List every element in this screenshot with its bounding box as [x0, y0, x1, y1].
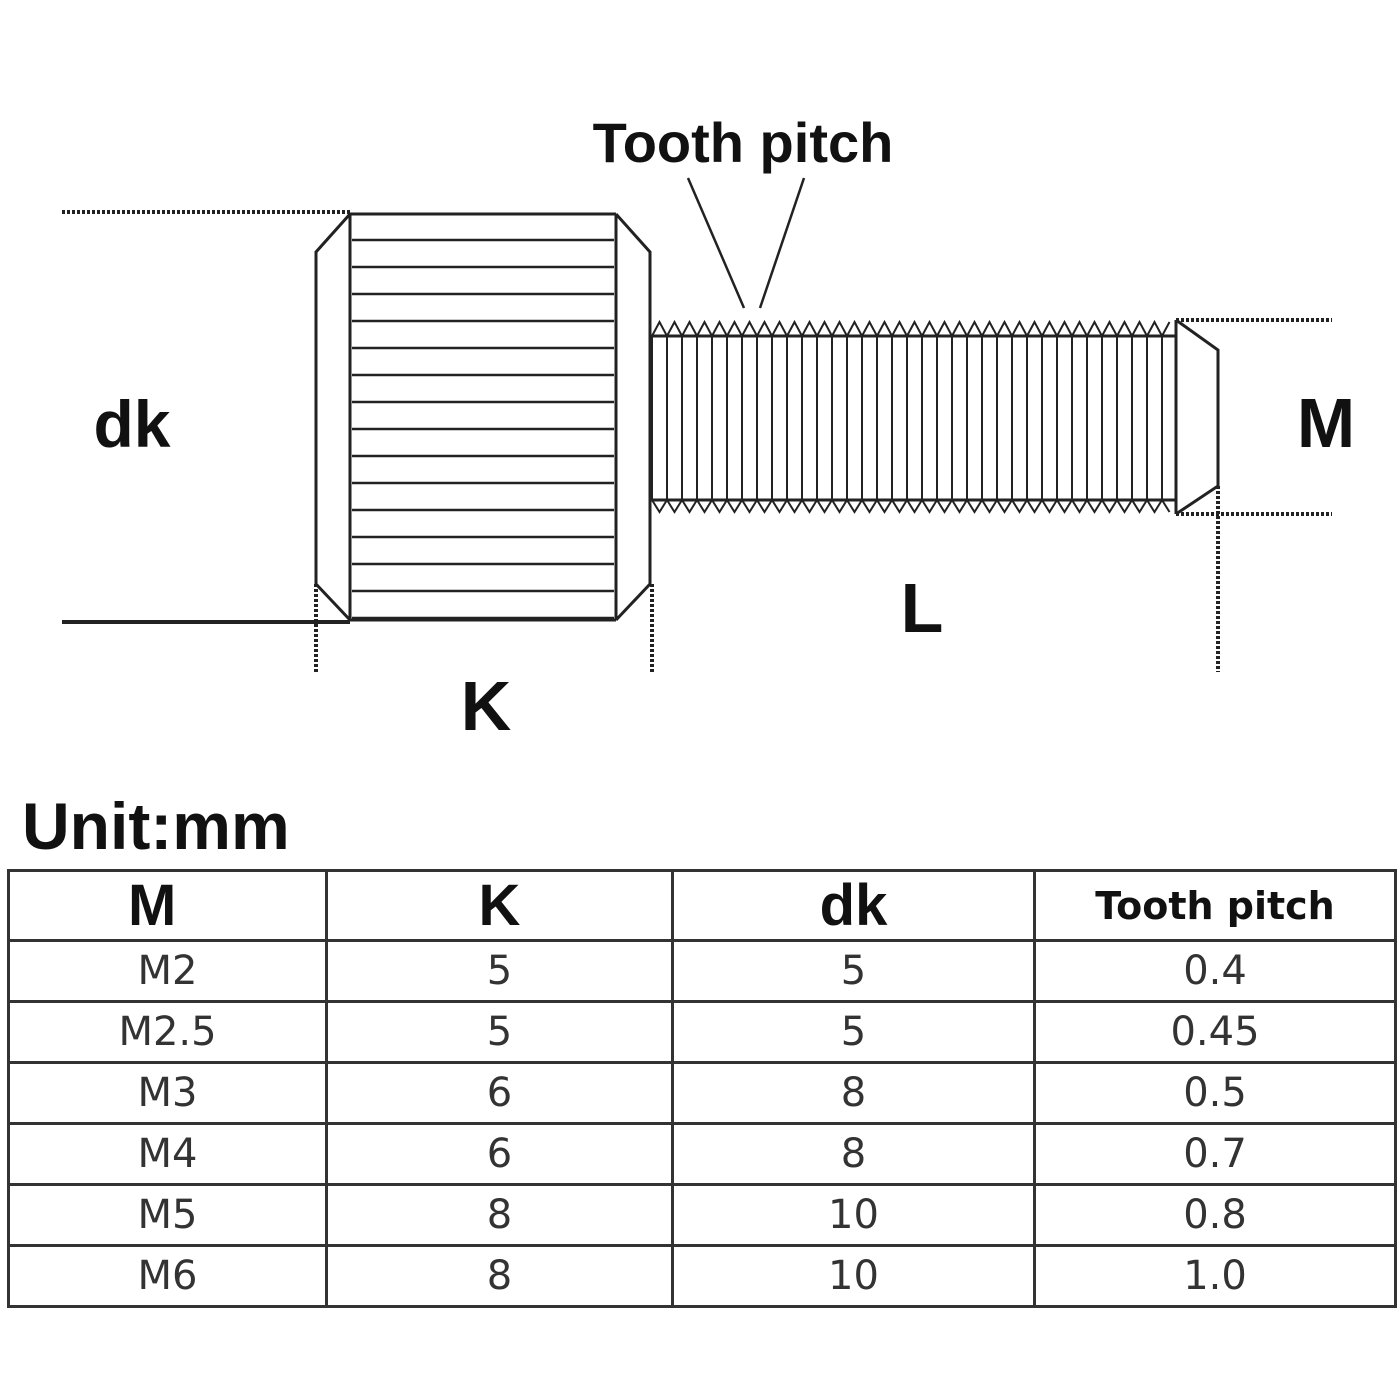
cell-m: M4: [7, 1122, 328, 1186]
cell-dk: 5: [671, 939, 1036, 1003]
k-label: K: [461, 667, 512, 745]
thumb-screw-diagram: Tooth pitch dk M L K: [62, 111, 1355, 745]
table-row: M3 6 8 0.5: [7, 1061, 1397, 1125]
cell-k: 6: [325, 1061, 674, 1125]
cell-dk: 8: [671, 1061, 1036, 1125]
cell-tooth-pitch: 0.5: [1033, 1061, 1397, 1125]
table-row: M6 8 10 1.0: [7, 1244, 1397, 1308]
table-row: M2.5 5 5 0.45: [7, 1000, 1397, 1064]
header-k: K: [325, 869, 674, 942]
m-label: M: [1297, 384, 1355, 462]
header-dk: dk: [671, 869, 1036, 942]
spec-table: M K dk Tooth pitch M2 5 5 0.4 M2.5 5 5 0…: [7, 869, 1397, 1308]
cell-tooth-pitch: 0.8: [1033, 1183, 1397, 1247]
table-header-row: M K dk Tooth pitch: [7, 869, 1397, 942]
l-label: L: [901, 569, 944, 647]
cell-k: 8: [325, 1183, 674, 1247]
table-row: M5 8 10 0.8: [7, 1183, 1397, 1247]
cell-tooth-pitch: 1.0: [1033, 1244, 1397, 1308]
cell-k: 5: [325, 939, 674, 1003]
tooth-pitch-label: Tooth pitch: [593, 111, 894, 174]
threaded-shank: [648, 318, 1220, 516]
cell-dk: 8: [671, 1122, 1036, 1186]
cell-k: 6: [325, 1122, 674, 1186]
cell-k: 8: [325, 1244, 674, 1308]
cell-tooth-pitch: 0.45: [1033, 1000, 1397, 1064]
dk-label: dk: [93, 387, 170, 461]
unit-label: Unit:mm: [22, 789, 290, 863]
cell-m: M6: [7, 1244, 328, 1308]
cell-m: M3: [7, 1061, 328, 1125]
knurled-head: [314, 212, 652, 622]
cell-m: M2.5: [7, 1000, 328, 1064]
cell-dk: 10: [671, 1244, 1036, 1308]
tooth-pitch-leader-right: [758, 177, 806, 309]
table-row: M4 6 8 0.7: [7, 1122, 1397, 1186]
cell-k: 5: [325, 1000, 674, 1064]
tooth-pitch-leader-left: [686, 177, 746, 309]
cell-dk: 10: [671, 1183, 1036, 1247]
table-row: M2 5 5 0.4: [7, 939, 1397, 1003]
header-m: M: [7, 869, 328, 942]
cell-dk: 5: [671, 1000, 1036, 1064]
cell-m: M5: [7, 1183, 328, 1247]
header-tooth-pitch: Tooth pitch: [1033, 869, 1397, 942]
cell-tooth-pitch: 0.4: [1033, 939, 1397, 1003]
cell-m: M2: [7, 939, 328, 1003]
cell-tooth-pitch: 0.7: [1033, 1122, 1397, 1186]
